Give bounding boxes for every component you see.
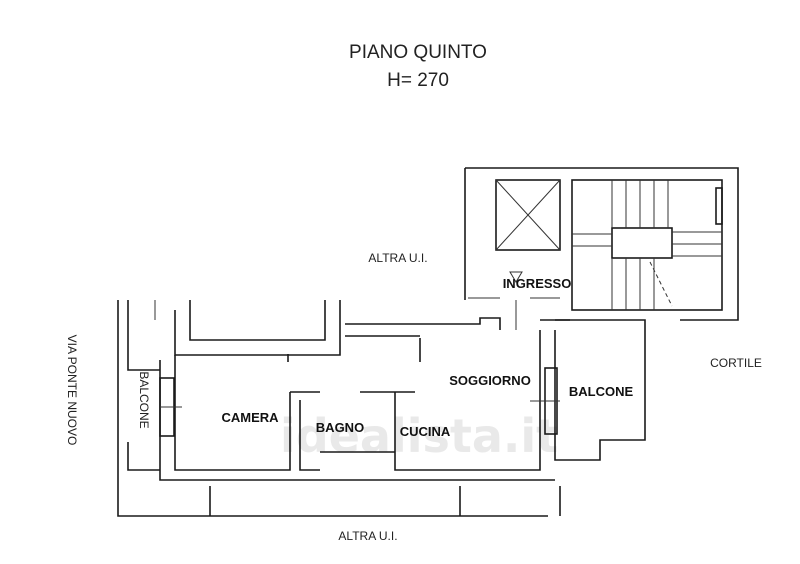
room-label-balcone: BALCONE bbox=[569, 384, 634, 399]
room-label-bagno: BAGNO bbox=[316, 420, 364, 435]
label-altra-ui-bottom: ALTRA U.I. bbox=[338, 529, 397, 543]
plan-height: H= 270 bbox=[387, 70, 449, 91]
room-label-camera: CAMERA bbox=[221, 410, 279, 425]
label-street: VIA PONTE NUOVO bbox=[65, 335, 79, 446]
left-balcony bbox=[117, 300, 561, 517]
room-label-cucina: CUCINA bbox=[400, 424, 451, 439]
label-altra-ui-top: ALTRA U.I. bbox=[368, 251, 427, 265]
plan-title: PIANO QUINTO bbox=[349, 42, 487, 63]
openings bbox=[159, 271, 560, 437]
room-label-balcone-left: BALCONE bbox=[137, 371, 151, 428]
room-label-soggiorno: SOGGIORNO bbox=[449, 373, 531, 388]
label-cortile: CORTILE bbox=[710, 356, 762, 370]
room-label-ingresso: INGRESSO bbox=[503, 276, 572, 291]
stair-core bbox=[464, 167, 739, 321]
watermark: idealista.it bbox=[280, 409, 558, 463]
apartment-walls bbox=[159, 300, 646, 481]
